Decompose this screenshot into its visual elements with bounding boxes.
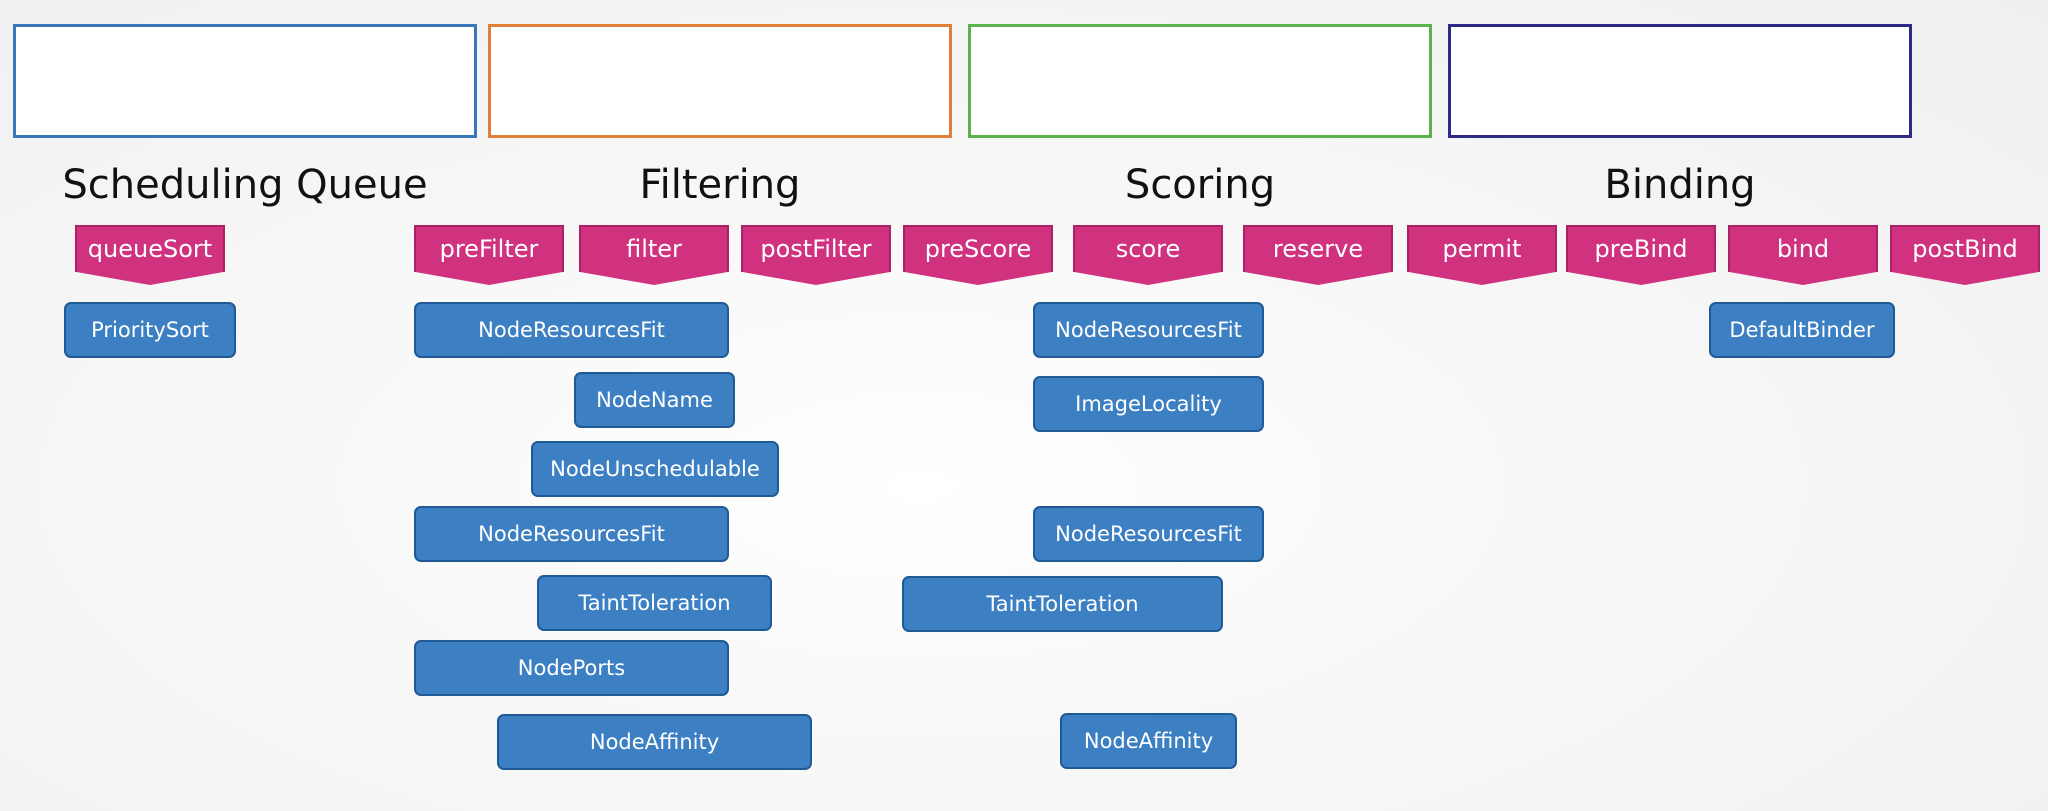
stage-box-binding bbox=[1448, 24, 1912, 138]
extension-point-prefilter: preFilter bbox=[414, 225, 564, 285]
plugin-filter-noderesourcesfit-1: NodeResourcesFit bbox=[414, 302, 729, 358]
plugin-prioritysort: PrioritySort bbox=[64, 302, 236, 358]
extension-point-prescore: preScore bbox=[903, 225, 1053, 285]
plugin-filter-nodeaffinity: NodeAffinity bbox=[497, 714, 812, 770]
stage-box-scoring bbox=[968, 24, 1432, 138]
stage-box-scheduling-queue bbox=[13, 24, 477, 138]
extension-point-score: score bbox=[1073, 225, 1223, 285]
stage-box-filtering bbox=[488, 24, 952, 138]
extension-point-postfilter: postFilter bbox=[741, 225, 891, 285]
plugin-filter-nodeports: NodePorts bbox=[414, 640, 729, 696]
stage-title-filtering: Filtering bbox=[639, 162, 801, 208]
plugin-score-nodeaffinity: NodeAffinity bbox=[1060, 713, 1237, 769]
plugin-score-noderesourcesfit-1: NodeResourcesFit bbox=[1033, 302, 1264, 358]
plugin-score-imagelocality: ImageLocality bbox=[1033, 376, 1264, 432]
extension-point-postbind: postBind bbox=[1890, 225, 2040, 285]
plugin-filter-tainttoleration: TaintToleration bbox=[537, 575, 772, 631]
extension-point-filter: filter bbox=[579, 225, 729, 285]
stage-title-scheduling-queue: Scheduling Queue bbox=[62, 162, 428, 208]
extension-point-prebind: preBind bbox=[1566, 225, 1716, 285]
stage-title-binding: Binding bbox=[1604, 162, 1756, 208]
plugin-filter-noderesourcesfit-2: NodeResourcesFit bbox=[414, 506, 729, 562]
plugin-score-noderesourcesfit-2: NodeResourcesFit bbox=[1033, 506, 1264, 562]
extension-point-permit: permit bbox=[1407, 225, 1557, 285]
extension-point-reserve: reserve bbox=[1243, 225, 1393, 285]
plugin-filter-nodeunschedulable: NodeUnschedulable bbox=[531, 441, 779, 497]
plugin-defaultbinder: DefaultBinder bbox=[1709, 302, 1895, 358]
extension-point-bind: bind bbox=[1728, 225, 1878, 285]
extension-point-queuesort: queueSort bbox=[75, 225, 225, 285]
plugin-score-tainttoleration: TaintToleration bbox=[902, 576, 1223, 632]
plugin-filter-nodename: NodeName bbox=[574, 372, 735, 428]
stage-title-scoring: Scoring bbox=[1124, 162, 1276, 208]
